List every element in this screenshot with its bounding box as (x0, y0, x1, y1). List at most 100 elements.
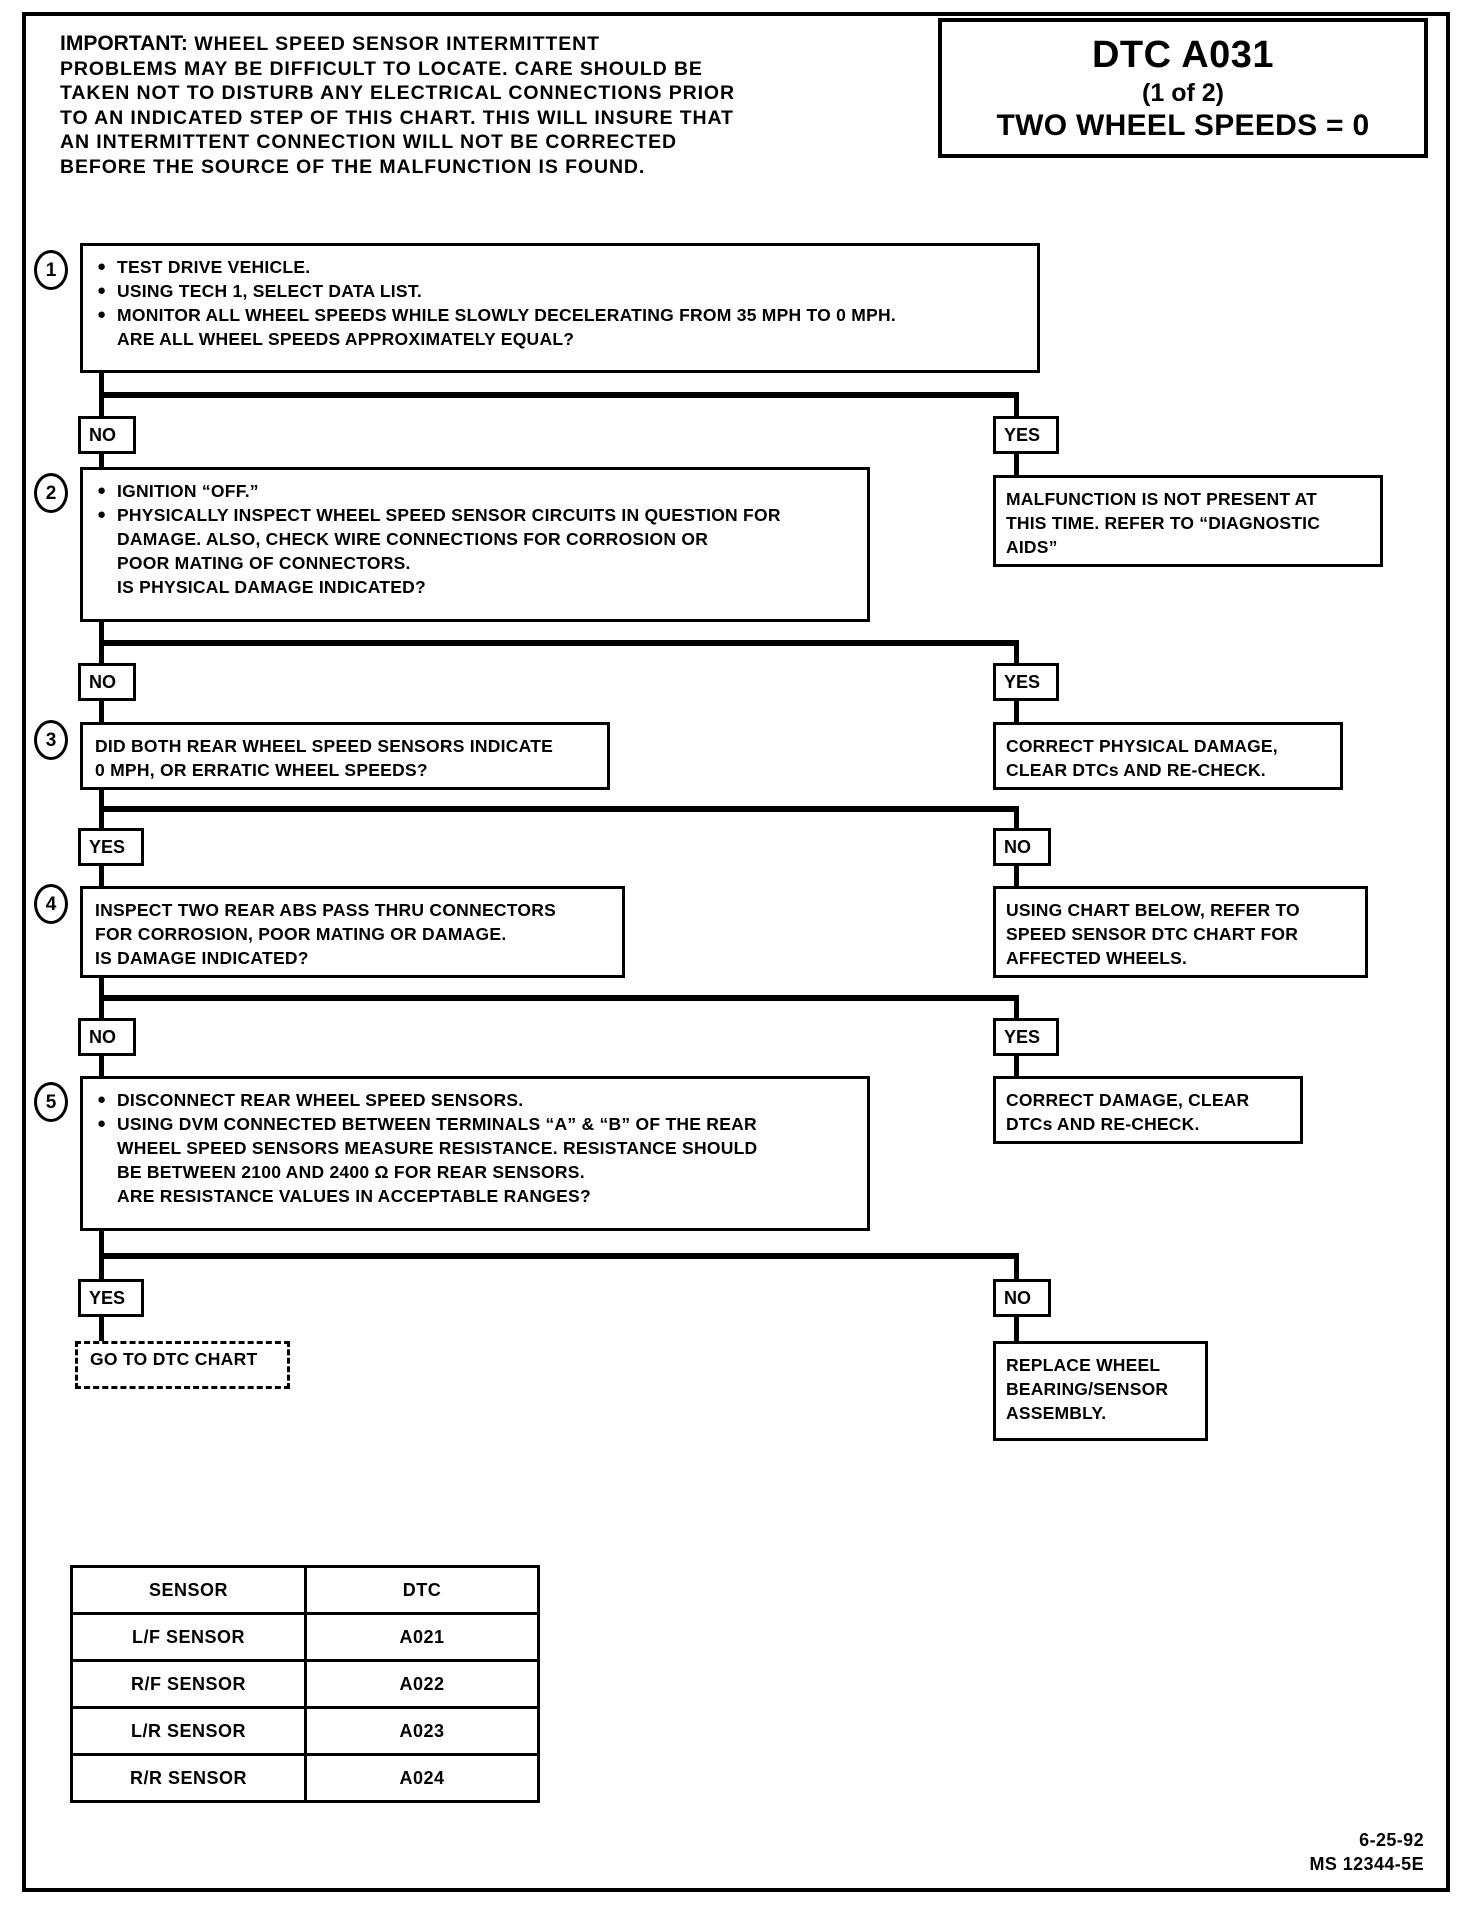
note-line-3: TO AN INDICATED STEP OF THIS CHART. THIS… (60, 106, 734, 129)
branch-label-yes-3: YES (78, 828, 144, 866)
step-5-box: ●DISCONNECT REAR WHEEL SPEED SENSORS. ●U… (80, 1076, 870, 1231)
step-2-line-3: DAMAGE. ALSO, CHECK WIRE CONNECTIONS FOR… (117, 529, 709, 549)
step-3-question: 0 MPH, OR ERRATIC WHEEL SPEEDS? (95, 760, 428, 780)
bullet-icon: ● (97, 482, 107, 499)
result-5-line-3: ASSEMBLY. (1006, 1403, 1107, 1423)
result-5-line-2: BEARING/SENSOR (1006, 1379, 1169, 1399)
step-5-question: ARE RESISTANCE VALUES IN ACCEPTABLE RANG… (117, 1186, 591, 1206)
step-number-3: 3 (34, 720, 68, 760)
step-2-box: ●IGNITION “OFF.” ●PHYSICALLY INSPECT WHE… (80, 467, 870, 622)
document-footer: 6-25-92 MS 12344-5E (1310, 1828, 1424, 1876)
result-4-line-2: DTCs AND RE-CHECK. (1006, 1114, 1200, 1134)
important-label: IMPORTANT: (60, 32, 188, 55)
connector-line (99, 640, 1019, 646)
bullet-icon: ● (97, 258, 107, 275)
result-1-line-1: MALFUNCTION IS NOT PRESENT AT (1006, 489, 1318, 509)
result-2-line-1: CORRECT PHYSICAL DAMAGE, (1006, 736, 1278, 756)
goto-dtc-chart-box[interactable]: GO TO DTC CHART (75, 1341, 290, 1389)
step-3-line-1: DID BOTH REAR WHEEL SPEED SENSORS INDICA… (95, 736, 554, 756)
dtc-code: DTC A031 (1091, 34, 1275, 76)
step-1-bullet-3: MONITOR ALL WHEEL SPEEDS WHILE SLOWLY DE… (117, 305, 896, 325)
connector-line (99, 790, 104, 812)
branch-label-no-5: NO (993, 1279, 1051, 1317)
note-line-5: BEFORE THE SOURCE OF THE MALFUNCTION IS … (60, 155, 646, 178)
connector-line (99, 392, 1019, 398)
result-5-line-1: REPLACE WHEEL (1006, 1355, 1161, 1375)
bullet-icon: ● (97, 306, 107, 323)
dtc-title-box: DTC A031 (1 of 2) TWO WHEEL SPEEDS = 0 (938, 18, 1428, 158)
footer-doc-number: MS 12344-5E (1309, 1854, 1424, 1874)
connector-line (99, 978, 104, 1002)
connector-line (1014, 1315, 1019, 1343)
connector-line (99, 699, 104, 723)
bullet-icon: ● (97, 1091, 107, 1108)
branch-label-yes-5: YES (78, 1279, 144, 1317)
connector-line (99, 1315, 104, 1343)
result-3-line-1: USING CHART BELOW, REFER TO (1006, 900, 1300, 920)
step-5-bullet-2: USING DVM CONNECTED BETWEEN TERMINALS “A… (117, 1114, 757, 1134)
note-line-4: AN INTERMITTENT CONNECTION WILL NOT BE C… (60, 131, 677, 153)
branch-label-no-1: NO (78, 416, 136, 454)
connector-line (1014, 806, 1019, 830)
branch-label-no-3: NO (993, 828, 1051, 866)
connector-line (1014, 452, 1019, 476)
step-number-2: 2 (34, 473, 68, 513)
connector-line (99, 373, 104, 397)
branch-label-yes-1: YES (993, 416, 1059, 454)
bullet-icon: ● (97, 282, 107, 299)
step-5-line-3: WHEEL SPEED SENSORS MEASURE RESISTANCE. … (117, 1138, 758, 1158)
result-box-correct-physical-damage: CORRECT PHYSICAL DAMAGE, CLEAR DTCs AND … (993, 722, 1343, 790)
step-3-box: DID BOTH REAR WHEEL SPEED SENSORS INDICA… (80, 722, 610, 790)
connector-line (99, 864, 104, 888)
cell-dtc: A023 (303, 1706, 541, 1756)
connector-line (99, 806, 1019, 812)
connector-line (99, 1253, 104, 1281)
cell-dtc: A022 (303, 1659, 541, 1709)
step-number-5: 5 (34, 1082, 68, 1122)
connector-line (99, 995, 1019, 1001)
step-number-1: 1 (34, 250, 68, 290)
branch-label-no-2: NO (78, 663, 136, 701)
connector-line (99, 392, 104, 418)
step-4-line-2: FOR CORROSION, POOR MATING OR DAMAGE. (95, 924, 507, 944)
result-box-replace-wheel-bearing: REPLACE WHEEL BEARING/SENSOR ASSEMBLY. (993, 1341, 1208, 1441)
step-1-bullet-1: TEST DRIVE VEHICLE. (117, 257, 311, 277)
note-line-0: WHEEL SPEED SENSOR INTERMITTENT (194, 33, 600, 55)
cell-sensor: L/R SENSOR (70, 1706, 307, 1756)
footer-date: 6-25-92 (1359, 1830, 1424, 1850)
cell-sensor: R/R SENSOR (70, 1753, 307, 1803)
connector-line (1014, 640, 1019, 665)
result-box-malfunction-not-present: MALFUNCTION IS NOT PRESENT AT THIS TIME.… (993, 475, 1383, 567)
dtc-subtitle: TWO WHEEL SPEEDS = 0 (996, 109, 1370, 142)
connector-line (99, 806, 104, 830)
step-4-line-1: INSPECT TWO REAR ABS PASS THRU CONNECTOR… (95, 900, 557, 920)
result-box-correct-damage: CORRECT DAMAGE, CLEAR DTCs AND RE-CHECK. (993, 1076, 1303, 1144)
step-1-box: ●TEST DRIVE VEHICLE. ●USING TECH 1, SELE… (80, 243, 1040, 373)
table-header-row: SENSOR DTC (70, 1565, 541, 1615)
step-5-line-4: BE BETWEEN 2100 AND 2400 Ω FOR REAR SENS… (117, 1162, 585, 1182)
step-4-question: IS DAMAGE INDICATED? (95, 948, 309, 968)
sensor-dtc-table: SENSOR DTC L/F SENSOR A021 R/F SENSOR A0… (70, 1565, 541, 1803)
table-row: L/R SENSOR A023 (70, 1706, 541, 1756)
note-line-2: TAKEN NOT TO DISTURB ANY ELECTRICAL CONN… (60, 82, 735, 104)
step-number-4: 4 (34, 884, 68, 924)
result-1-line-2: THIS TIME. REFER TO “DIAGNOSTIC (1006, 513, 1321, 533)
branch-label-yes-4: YES (993, 1018, 1059, 1056)
result-4-line-1: CORRECT DAMAGE, CLEAR (1006, 1090, 1250, 1110)
table-header-sensor: SENSOR (70, 1565, 307, 1615)
connector-line (1014, 392, 1019, 418)
cell-dtc: A024 (303, 1753, 541, 1803)
cell-sensor: R/F SENSOR (70, 1659, 307, 1709)
connector-line (99, 452, 104, 476)
table-header-dtc: DTC (303, 1565, 541, 1615)
step-2-line-4: POOR MATING OF CONNECTORS. (117, 553, 411, 573)
cell-dtc: A021 (303, 1612, 541, 1662)
result-box-using-chart-below: USING CHART BELOW, REFER TO SPEED SENSOR… (993, 886, 1368, 978)
step-4-box: INSPECT TWO REAR ABS PASS THRU CONNECTOR… (80, 886, 625, 978)
connector-line (99, 995, 104, 1020)
step-2-bullet-2: PHYSICALLY INSPECT WHEEL SPEED SENSOR CI… (117, 505, 781, 525)
table-row: R/R SENSOR A024 (70, 1753, 541, 1803)
table-row: R/F SENSOR A022 (70, 1659, 541, 1709)
connector-line (1014, 699, 1019, 723)
result-3-line-2: SPEED SENSOR DTC CHART FOR (1006, 924, 1299, 944)
